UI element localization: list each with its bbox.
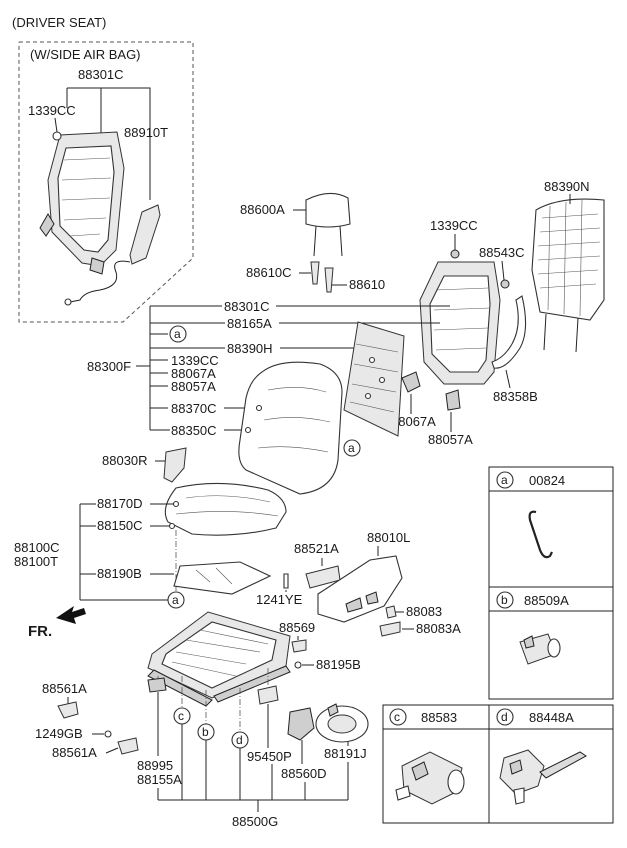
label-88301C[interactable]: 88301C: [224, 299, 270, 314]
label-88083A[interactable]: 88083A: [416, 621, 461, 636]
label-88191J[interactable]: 88191J: [324, 746, 367, 761]
label-88561A-top[interactable]: 88561A: [42, 681, 87, 696]
label-88610[interactable]: 88610: [349, 277, 385, 292]
cushion-pan: [173, 561, 272, 595]
label-88057A-right[interactable]: 88057A: [428, 432, 473, 447]
label-88560D[interactable]: 88560D: [281, 766, 327, 781]
legend-a-part[interactable]: 00824: [529, 473, 565, 488]
svg-text:b: b: [202, 725, 209, 739]
side-airbag-module: [64, 204, 161, 306]
label-88301C-top[interactable]: 88301C: [78, 67, 124, 82]
retaining-wire-icon: [528, 510, 553, 559]
seat-track-frame: [147, 611, 291, 707]
legend-a: a 00824: [488, 466, 614, 588]
callout-a-back[interactable]: a: [169, 325, 187, 343]
label-88569[interactable]: 88569: [279, 620, 315, 635]
label-88165A[interactable]: 88165A: [227, 316, 272, 331]
callout-d[interactable]: d: [231, 731, 249, 749]
label-88500G[interactable]: 88500G: [232, 814, 278, 829]
svg-text:a: a: [348, 441, 355, 455]
seat-cushion: [164, 482, 287, 536]
label-88155A[interactable]: 88155A: [137, 772, 182, 787]
label-88358B[interactable]: 88358B: [493, 389, 538, 404]
seatback-cushion: [238, 361, 343, 495]
motor-88448A-icon: [499, 749, 587, 805]
callout-a-cushion[interactable]: a: [167, 591, 185, 609]
assembly-leader-tree: [157, 692, 349, 812]
side-trim-88030R: [163, 447, 187, 483]
cushion-leader-tree: [79, 503, 177, 601]
seatback-cover-panel: [531, 198, 605, 353]
label-88910T[interactable]: 88910T: [124, 125, 168, 140]
module-95450P: [257, 685, 279, 705]
label-88390N[interactable]: 88390N: [544, 179, 590, 194]
diagram-title: (DRIVER SEAT): [12, 15, 106, 30]
label-88067A-mid[interactable]: 88067A: [171, 366, 216, 381]
label-88170D[interactable]: 88170D: [97, 496, 143, 511]
legend-c-letter: c: [394, 710, 400, 724]
airbag-box-title: (W/SIDE AIR BAG): [30, 47, 141, 62]
switch-cover-88560D: [287, 707, 315, 741]
legend-b-letter: b: [501, 593, 508, 607]
label-1249GB[interactable]: 1249GB: [35, 726, 83, 741]
lumbar-support-panel: [343, 321, 405, 437]
headrest: [305, 192, 351, 257]
legend-a-letter: a: [501, 473, 508, 487]
legend-b-part[interactable]: 88509A: [524, 593, 569, 608]
legend-d: d 88448A: [488, 704, 614, 824]
legend-c-part[interactable]: 88583: [421, 710, 457, 725]
callout-c[interactable]: c: [173, 707, 191, 725]
motor-88191J: [315, 703, 369, 743]
legend-c: c 88583: [382, 704, 490, 824]
front-arrow-icon: [56, 606, 86, 624]
label-88100T[interactable]: 88100T: [14, 554, 58, 569]
svg-text:a: a: [172, 593, 179, 607]
label-88350C[interactable]: 88350C: [171, 423, 217, 438]
label-88300F[interactable]: 88300F: [87, 359, 131, 374]
seatback-frame-airbag: [39, 131, 125, 275]
label-88100C[interactable]: 88100C: [14, 540, 60, 555]
label-95450P[interactable]: 95450P: [247, 749, 292, 764]
side-shield: [317, 555, 403, 623]
label-88190B[interactable]: 88190B: [97, 566, 142, 581]
power-module-88995: [147, 677, 167, 693]
label-88600A[interactable]: 88600A: [240, 202, 285, 217]
label-1241YE[interactable]: 1241YE: [256, 592, 303, 607]
label-1339CC-mid[interactable]: 1339CC: [171, 353, 219, 368]
callout-a-seatback[interactable]: a: [343, 439, 361, 457]
svg-text:c: c: [178, 709, 184, 723]
label-FR: FR.: [28, 623, 52, 640]
label-88067A-right[interactable]: 88067A: [391, 414, 436, 429]
label-1339CC-top[interactable]: 1339CC: [28, 103, 76, 118]
legend-b: b 88509A: [488, 586, 614, 700]
label-88030R[interactable]: 88030R: [102, 453, 148, 468]
label-88390H[interactable]: 88390H: [227, 341, 273, 356]
motor-88509A-icon: [519, 633, 561, 665]
motor-88583-icon: [395, 751, 465, 805]
label-88521A[interactable]: 88521A: [294, 541, 339, 556]
label-88057A-mid[interactable]: 88057A: [171, 379, 216, 394]
svg-text:a: a: [174, 327, 181, 341]
label-88195B[interactable]: 88195B: [316, 657, 361, 672]
side-airbag-group: (W/SIDE AIR BAG) 88301C 1339CC 88910T: [18, 41, 194, 323]
label-88010L[interactable]: 88010L: [367, 530, 410, 545]
label-88543C[interactable]: 88543C: [479, 245, 525, 260]
label-88995[interactable]: 88995: [137, 758, 173, 773]
label-88150C[interactable]: 88150C: [97, 518, 143, 533]
legend-d-letter: d: [501, 710, 508, 724]
svg-text:d: d: [236, 733, 243, 747]
callout-b[interactable]: b: [197, 723, 215, 741]
label-88561A-bottom[interactable]: 88561A: [52, 745, 97, 760]
label-1339CC-right[interactable]: 1339CC: [430, 218, 478, 233]
legend-d-part[interactable]: 88448A: [529, 710, 574, 725]
label-88610C[interactable]: 88610C: [246, 265, 292, 280]
label-88083[interactable]: 88083: [406, 604, 442, 619]
label-88370C[interactable]: 88370C: [171, 401, 217, 416]
seatback-frame: [401, 261, 501, 411]
